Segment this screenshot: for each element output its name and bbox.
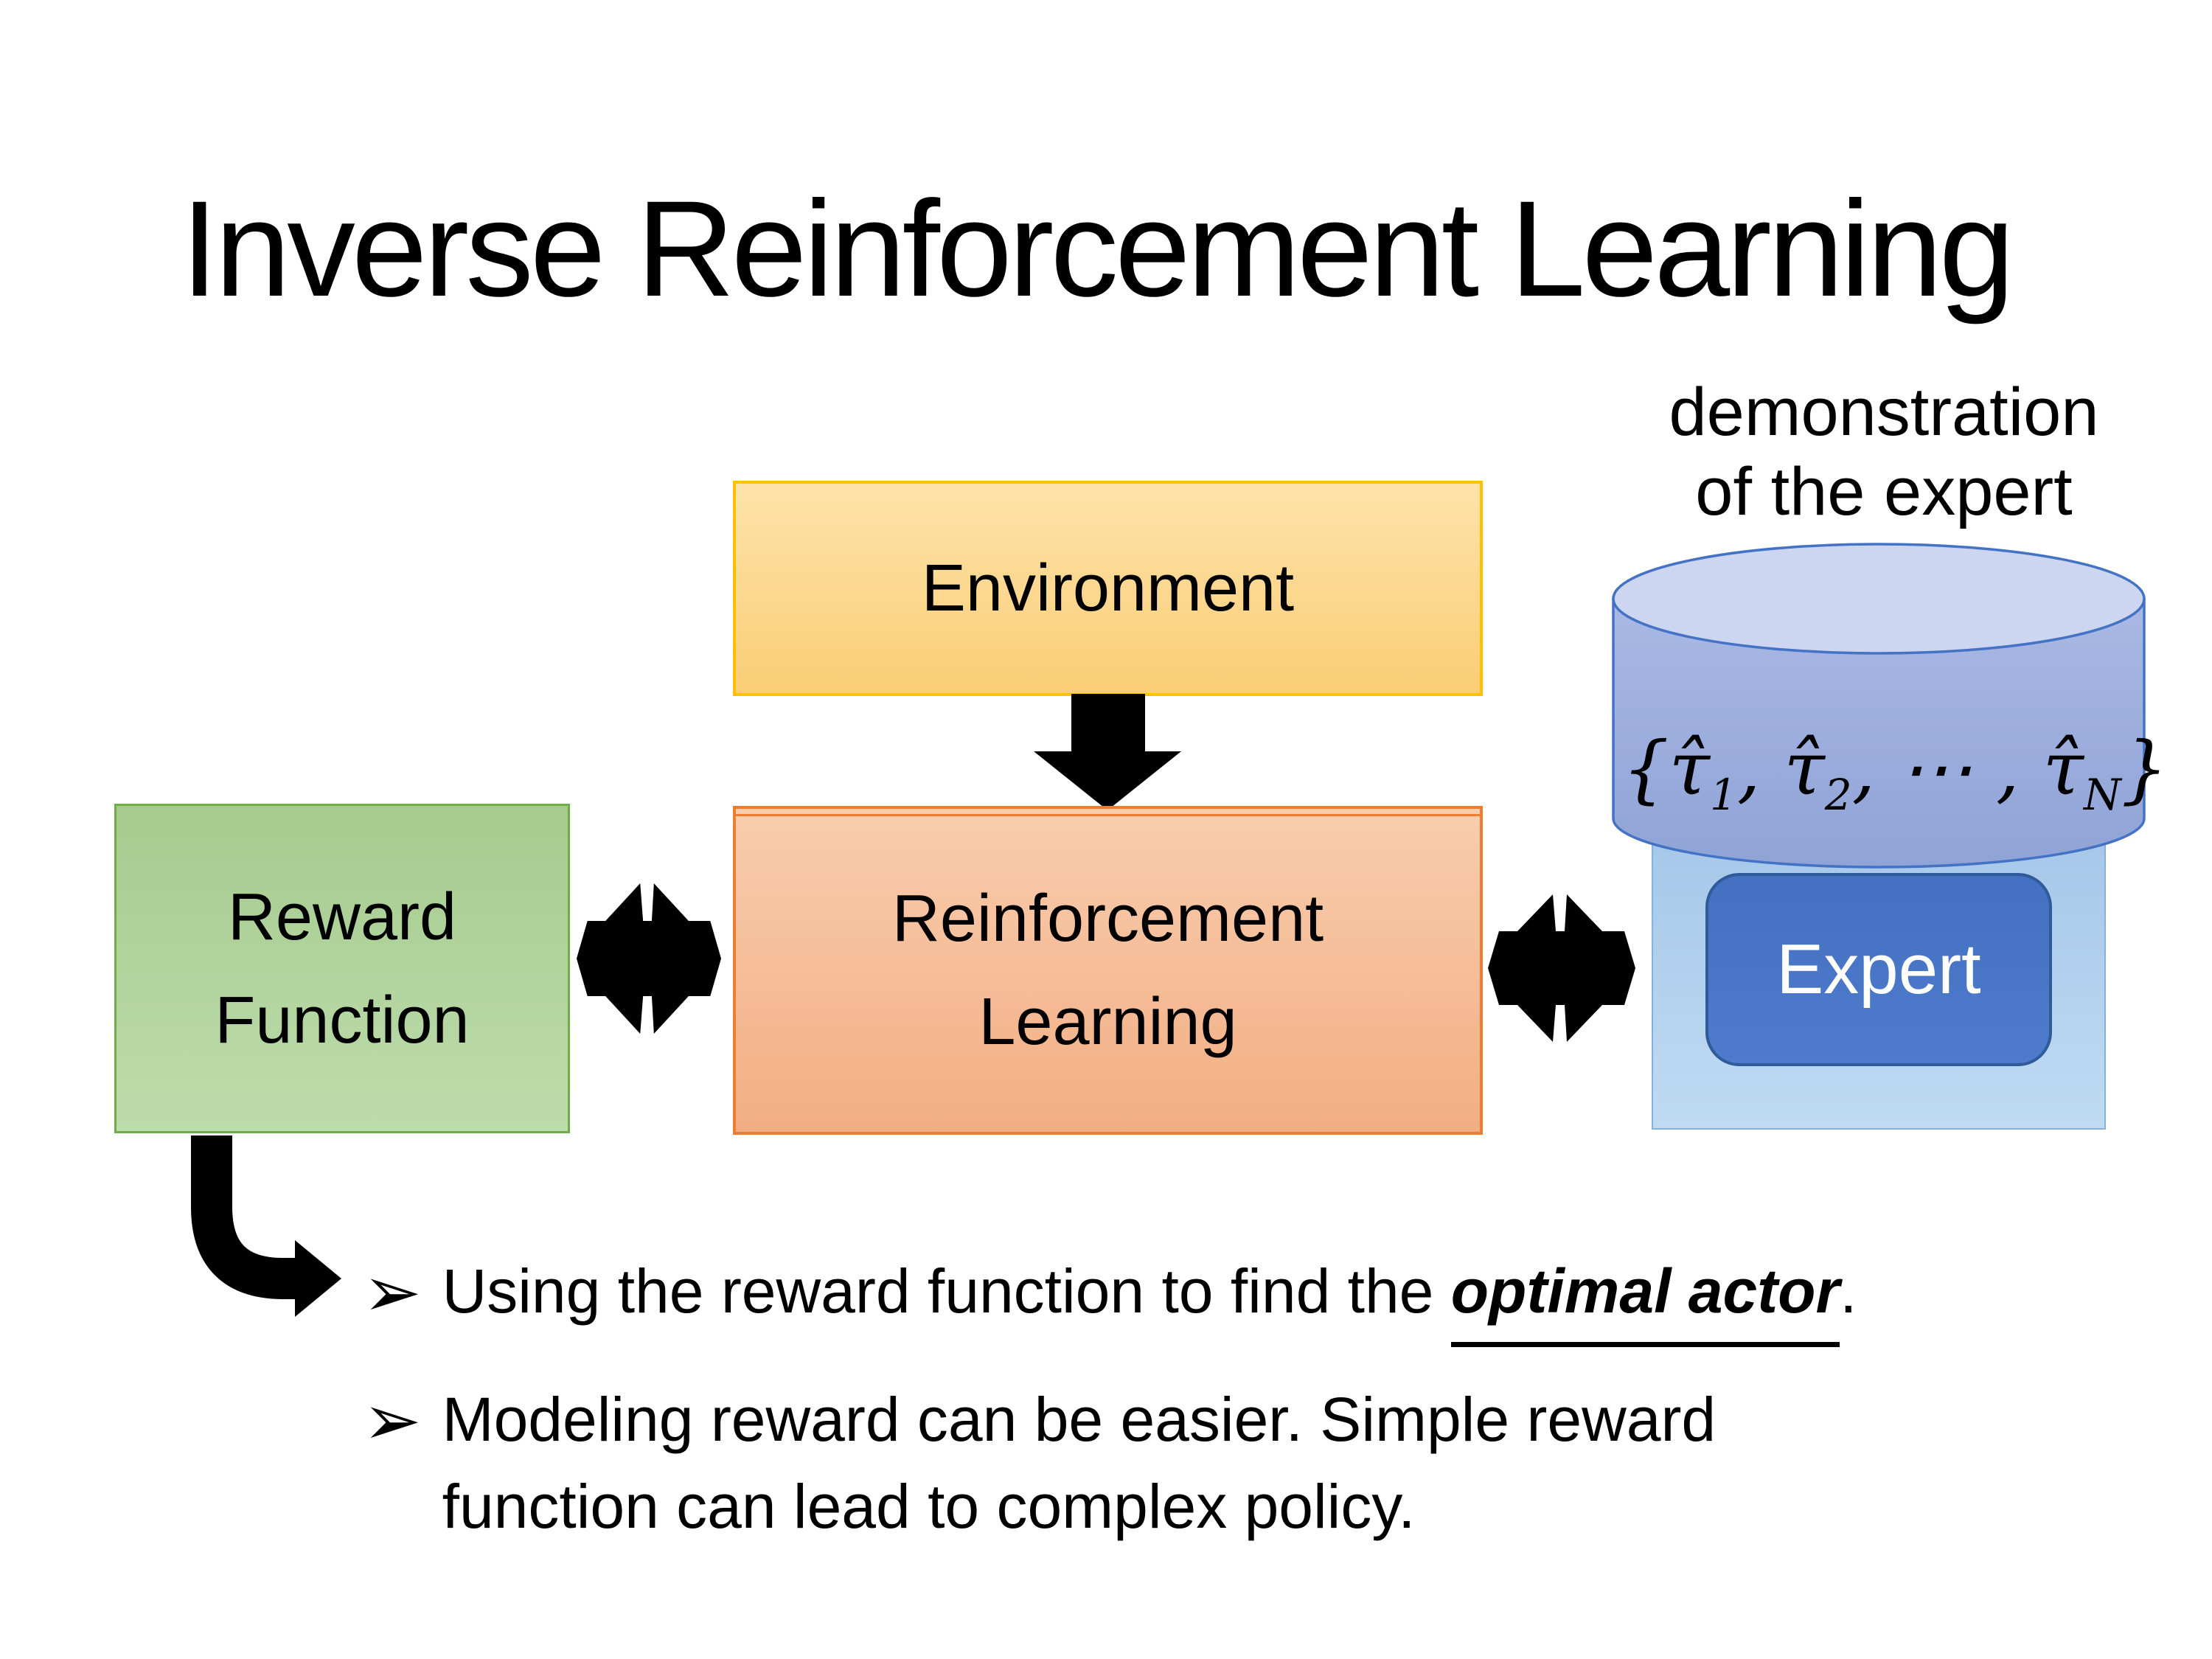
expert-box-label: Expert bbox=[1776, 930, 1981, 1009]
expert-box: Expert bbox=[1705, 873, 2052, 1066]
bullet-1-post: . bbox=[1840, 1256, 1857, 1326]
bullet-item-optimal-actor: ➢ Using the reward function to find the … bbox=[363, 1248, 2132, 1347]
cylinder-top bbox=[1612, 543, 2146, 655]
bullet-2-text: Modeling reward can be easier. Simple re… bbox=[442, 1385, 1717, 1541]
bidirectional-arrow-rl-expert-icon bbox=[1488, 894, 1635, 1042]
formula-sub1: 1 bbox=[1709, 770, 1737, 820]
demonstration-label-line2: of the expert bbox=[1695, 454, 2073, 529]
elbow-arrow-icon bbox=[191, 1135, 341, 1317]
environment-box-label: Environment bbox=[921, 551, 1295, 625]
down-block-arrow-icon bbox=[1034, 694, 1181, 810]
bullet-1-text: Using the reward function to find the op… bbox=[442, 1248, 1857, 1347]
formula-open-brace: { bbox=[1622, 726, 1669, 812]
rl-box-label-line2: Learning bbox=[978, 985, 1237, 1059]
bullet-1-emphasis: optimal actor bbox=[1450, 1248, 1840, 1347]
page-title: Inverse Reinforcement Learning bbox=[181, 173, 2015, 325]
formula-sub2: 2 bbox=[1824, 770, 1852, 820]
bullet-1-pre: Using the reward function to find the bbox=[442, 1256, 1451, 1326]
reward-box-label-line1: Reward bbox=[227, 880, 457, 954]
bidirectional-arrow-reward-rl-icon bbox=[577, 883, 721, 1034]
reward-function-box: Reward Function bbox=[114, 804, 570, 1133]
arrowhead-bullet-icon: ➢ bbox=[363, 1253, 422, 1332]
formula-tau1: τ̂ bbox=[1669, 726, 1710, 812]
arrowhead-bullet-icon: ➢ bbox=[363, 1382, 422, 1460]
formula-sep2: , ⋯ , bbox=[1851, 726, 2043, 812]
reinforcement-learning-box: Reinforcement Learning bbox=[733, 806, 1483, 1135]
formula-tauN: τ̂ bbox=[2042, 726, 2084, 812]
formula-tau2: τ̂ bbox=[1784, 726, 1825, 812]
demonstration-label: demonstration of the expert bbox=[1593, 372, 2175, 532]
demonstration-database-cylinder-icon bbox=[1612, 543, 2146, 869]
formula-sep1: , bbox=[1736, 726, 1784, 812]
environment-box: Environment bbox=[733, 481, 1483, 696]
formula-subN: N bbox=[2083, 770, 2121, 820]
trajectory-set-formula: {τ̂1, τ̂2, ⋯ , τ̂N} bbox=[1622, 726, 2168, 817]
bullet-item-modeling-reward: ➢ Modeling reward can be easier. Simple … bbox=[363, 1376, 1882, 1550]
demonstration-label-line1: demonstration bbox=[1669, 375, 2099, 450]
reward-box-label-line2: Function bbox=[215, 983, 470, 1057]
cylinder-body bbox=[1612, 597, 2146, 869]
rl-box-label-line1: Reinforcement bbox=[891, 882, 1324, 956]
formula-close-brace: } bbox=[2121, 726, 2168, 812]
